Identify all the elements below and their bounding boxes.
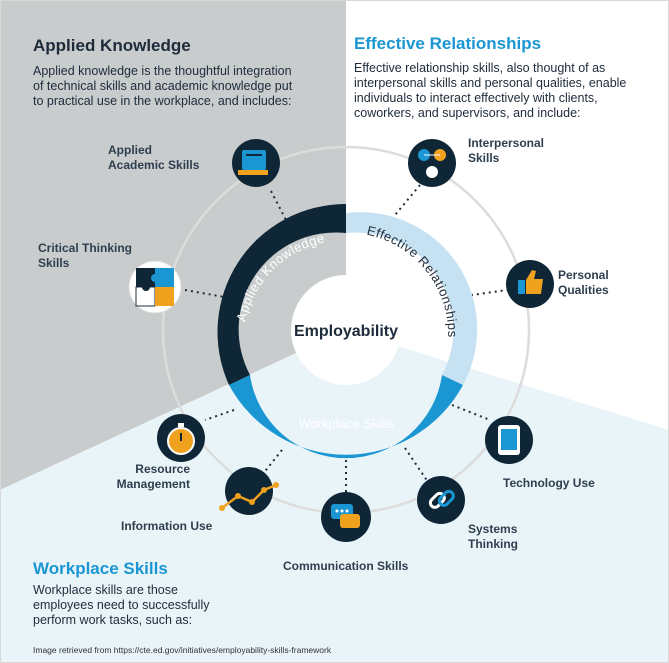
effective-relationships-segment: [346, 212, 478, 385]
chain-link-icon: [417, 476, 465, 524]
communication-skills-label: Communication Skills: [283, 559, 409, 573]
systems-thinking-label: Systems Thinking: [468, 522, 518, 551]
effective-relationships-title: Effective Relationships: [354, 34, 542, 53]
stopwatch-icon: [157, 414, 205, 462]
applied-knowledge-segment: [217, 203, 346, 385]
tablet-icon: [485, 416, 533, 464]
interpersonal-skills-label: Interpersonal Skills: [468, 136, 545, 165]
workplace-skills-description: Workplace skills are those employees nee…: [33, 583, 210, 627]
workplace-skills-title: Workplace Skills: [33, 559, 168, 578]
applied-knowledge-panel: [0, 0, 346, 490]
source-note: Image retrieved from https://cte.ed.gov/…: [33, 645, 332, 655]
personal-qualities-label: Personal Qualities: [558, 268, 609, 297]
chat-bubbles-icon: [321, 492, 371, 542]
critical-thinking-skills-label: Critical Thinking Skills: [38, 241, 133, 270]
workplace-skills-segment-label: Workplace Skills: [298, 416, 394, 431]
line-graph-icon: [219, 467, 279, 515]
people-network-icon: [408, 139, 456, 187]
center-circle: [291, 275, 401, 385]
effective-relationships-description: Effective relationship skills, also thou…: [354, 61, 627, 120]
books-icon: [232, 139, 280, 187]
thumbs-up-icon: [506, 260, 554, 308]
applied-knowledge-description: Applied knowledge is the thoughtful inte…: [33, 64, 293, 108]
puzzle-icon: [128, 260, 182, 314]
employability-center-label: Employability: [294, 323, 398, 340]
resource-management-label: Resource Management: [116, 462, 190, 491]
technology-use-label: Technology Use: [503, 476, 595, 490]
applied-academic-skills-label: Applied Academic Skills: [108, 143, 200, 172]
applied-knowledge-title: Applied Knowledge: [33, 36, 191, 55]
information-use-label: Information Use: [121, 519, 213, 533]
